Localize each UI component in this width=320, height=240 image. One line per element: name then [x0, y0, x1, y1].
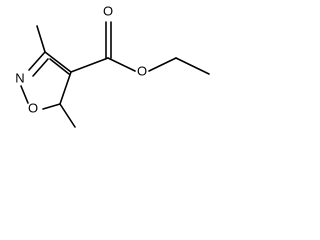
- bond-ester-oxygen-ethyl: [148, 57, 177, 72]
- bond-o1-n2: [20, 85, 29, 104]
- ring-oxygen-label: O: [28, 100, 38, 115]
- bond-carbonyl-ester-oxygen: [107, 57, 136, 72]
- bond-c3-c4-double: [49, 58, 70, 75]
- bond-c4-carbonyl-carbon: [70, 57, 109, 73]
- isoxazole-ester-structure: N O O O: [15, 3, 210, 128]
- ester-oxygen-label: O: [137, 63, 147, 78]
- bond-c5-o1: [42, 103, 61, 110]
- bond-c3-methyl: [36, 25, 46, 53]
- bond-ethyl: [175, 57, 210, 75]
- bond-c4-c5: [59, 71, 72, 105]
- bond-c5-methyl: [59, 103, 76, 128]
- carbonyl-oxygen-label: O: [103, 3, 113, 18]
- bond-c3-c4: [44, 51, 72, 73]
- bond-n2-c3: [28, 51, 46, 71]
- bond-n2-c3-double: [32, 58, 49, 77]
- ring-nitrogen-label: N: [15, 70, 24, 85]
